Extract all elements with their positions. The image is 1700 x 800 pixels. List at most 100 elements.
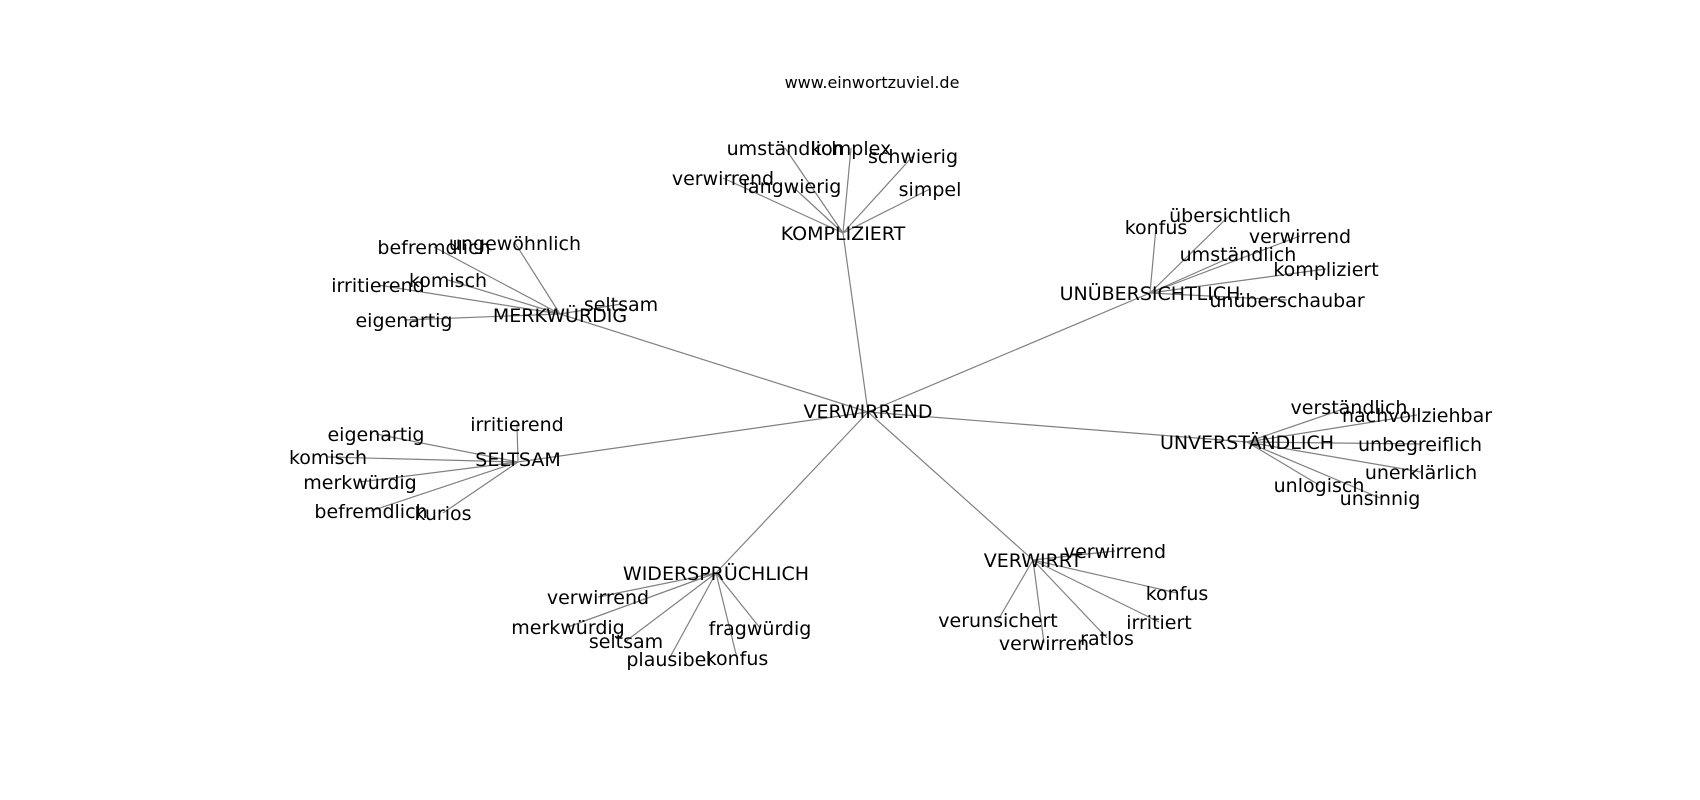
center-edge bbox=[867, 411, 1034, 561]
center-edge bbox=[867, 411, 1248, 443]
leaf-edge bbox=[370, 461, 519, 512]
leaf-edge bbox=[375, 433, 519, 463]
leaf-label: simpel bbox=[899, 179, 962, 201]
branch-label: VERWIRRT bbox=[984, 550, 1083, 572]
leaf-label: eigenartig bbox=[355, 310, 452, 332]
leaf-label: unerklärlich bbox=[1365, 462, 1477, 484]
leaf-label: merkwürdig bbox=[303, 472, 416, 494]
leaf-label: nachvollziehbar bbox=[1342, 405, 1492, 427]
leaf-edge bbox=[567, 572, 717, 628]
leaf-edge bbox=[1032, 559, 1178, 594]
leaf-edge bbox=[442, 461, 519, 514]
leaf-label: umständlich bbox=[727, 138, 844, 160]
edges bbox=[327, 147, 1422, 660]
leaf-edge bbox=[715, 572, 761, 629]
leaf-label: übersichtlich bbox=[1169, 205, 1291, 227]
branch-label: KOMPLIZIERT bbox=[781, 223, 906, 245]
leaf-label: unbegreiflich bbox=[1358, 434, 1482, 456]
leaf-label: irritiert bbox=[1126, 612, 1192, 634]
leaf-edge bbox=[715, 572, 738, 659]
leaf-label: irritierend bbox=[331, 275, 424, 297]
leaf-label: komisch bbox=[409, 270, 487, 292]
leaf-edge bbox=[1032, 550, 1116, 561]
leaf-edge bbox=[625, 572, 717, 642]
leaf-edge bbox=[1032, 559, 1108, 639]
leaf-edge bbox=[1149, 214, 1231, 294]
leaf-edge bbox=[668, 572, 717, 660]
labels: www.einwortzuviel.de VERWIRREND KOMPLIZI… bbox=[289, 73, 1492, 671]
leaf-edge bbox=[327, 456, 519, 463]
center-edge bbox=[842, 232, 869, 413]
leaf-label: fragwürdig bbox=[709, 618, 812, 640]
leaf-label: umständlich bbox=[1180, 244, 1297, 266]
leaf-edge bbox=[1246, 441, 1320, 486]
center-word: VERWIRREND bbox=[803, 401, 932, 423]
leaf-edge bbox=[1246, 414, 1418, 443]
leaf-edge bbox=[791, 185, 844, 234]
branch-label: UNVERSTÄNDLICH bbox=[1160, 431, 1334, 454]
leaf-edge bbox=[722, 177, 844, 234]
leaf-label: irritierend bbox=[470, 414, 563, 436]
leaf-edge bbox=[1246, 441, 1381, 499]
branch-label: UNÜBERSICHTLICH bbox=[1060, 282, 1241, 305]
leaf-label: verständlich bbox=[1291, 397, 1408, 419]
leaf-label: plausibel bbox=[626, 649, 711, 671]
branch-label: MERKWÜRDIG bbox=[493, 304, 627, 327]
leaf-label: unüberschaubar bbox=[1209, 290, 1364, 312]
leaf-label: verunsichert bbox=[938, 610, 1057, 632]
leaf-label: konfus bbox=[706, 648, 769, 670]
leaf-edge bbox=[1149, 253, 1239, 294]
leaf-label: kompliziert bbox=[1273, 259, 1378, 281]
leaf-edge bbox=[1032, 559, 1045, 644]
leaf-edge bbox=[1032, 559, 1160, 623]
leaf-edge bbox=[1149, 235, 1301, 294]
leaf-label: verwirrend bbox=[1064, 541, 1166, 563]
leaf-edge bbox=[433, 246, 561, 315]
center-edge bbox=[715, 411, 869, 574]
leaf-label: langwierig bbox=[743, 176, 842, 198]
branch-labels: KOMPLIZIERTumständlichkomplexschwierigve… bbox=[289, 138, 1492, 671]
leaf-label: seltsam bbox=[589, 631, 663, 653]
leaf-edge bbox=[559, 303, 622, 315]
leaf-label: eigenartig bbox=[327, 424, 424, 446]
leaf-edge bbox=[784, 147, 844, 234]
leaf-edge bbox=[1246, 441, 1421, 445]
leaf-edge bbox=[842, 147, 852, 234]
leaf-label: ratlos bbox=[1080, 628, 1134, 650]
leaf-label: schwierig bbox=[868, 146, 958, 168]
leaf-edge bbox=[403, 313, 561, 321]
leaf-label: verwirrend bbox=[1249, 226, 1351, 248]
leaf-edge bbox=[359, 461, 519, 483]
leaf-label: befremdlich bbox=[377, 237, 490, 259]
leaf-edge bbox=[1149, 226, 1157, 294]
branch-label: SELTSAM bbox=[475, 449, 560, 471]
leaf-label: komisch bbox=[289, 447, 367, 469]
center-edge bbox=[559, 313, 869, 413]
leaf-edge bbox=[447, 279, 561, 315]
leaf-edge bbox=[1149, 292, 1288, 301]
leaf-edge bbox=[997, 559, 1034, 621]
leaf-label: unlogisch bbox=[1274, 475, 1365, 497]
leaf-label: konfus bbox=[1125, 217, 1188, 239]
leaf-label: seltsam bbox=[584, 294, 658, 316]
leaf-label: befremdlich bbox=[314, 501, 427, 523]
center-edge bbox=[517, 411, 869, 463]
leaf-label: verwirrend bbox=[547, 587, 649, 609]
site-url: www.einwortzuviel.de bbox=[785, 73, 960, 92]
leaf-label: komplex bbox=[811, 138, 891, 160]
leaf-edge bbox=[842, 188, 931, 234]
leaf-label: konfus bbox=[1146, 583, 1209, 605]
leaf-edge bbox=[516, 423, 519, 463]
leaf-label: unsinnig bbox=[1340, 488, 1421, 510]
leaf-label: ungewöhnlich bbox=[449, 233, 581, 255]
leaf-edge bbox=[514, 242, 561, 315]
leaf-label: merkwürdig bbox=[511, 617, 624, 639]
leaf-label: kurios bbox=[414, 503, 471, 525]
leaf-edge bbox=[377, 284, 561, 315]
leaf-edge bbox=[1246, 406, 1350, 443]
leaf-label: verwirren bbox=[999, 633, 1089, 655]
leaf-edge bbox=[1246, 441, 1422, 473]
branch-label: WIDERSPRÜCHLICH bbox=[623, 562, 809, 585]
center-edge bbox=[867, 292, 1151, 413]
